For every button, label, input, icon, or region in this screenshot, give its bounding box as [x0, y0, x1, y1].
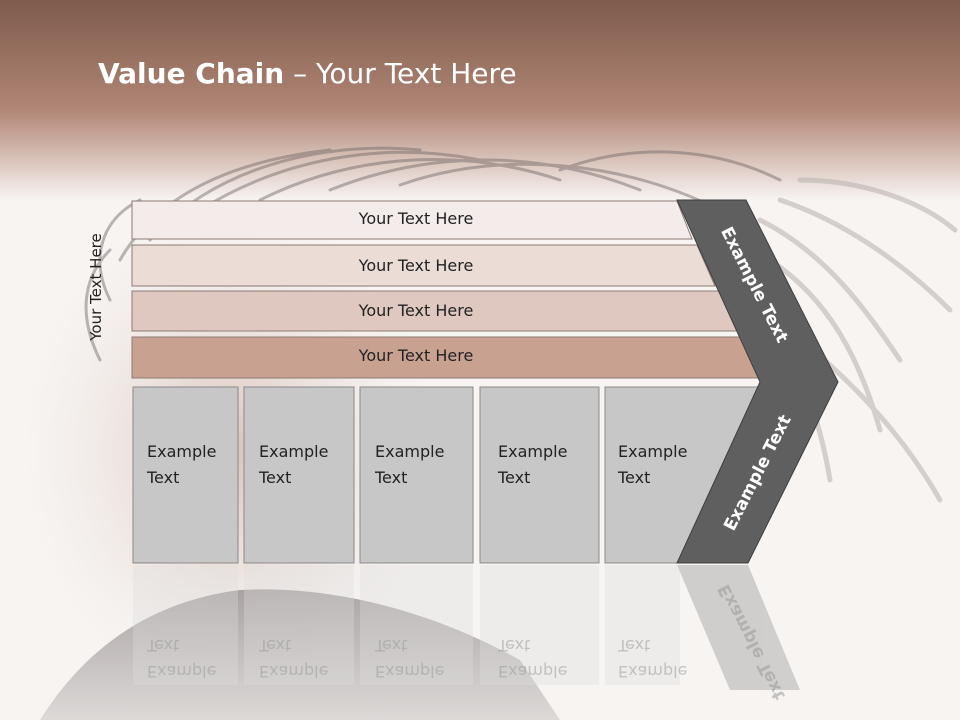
band-label-4: Your Text Here	[358, 346, 474, 365]
box-4	[479, 386, 600, 564]
chevron-reflection	[677, 565, 800, 690]
box-2-reflection	[244, 565, 354, 685]
box-label-2-line1: Example	[259, 442, 329, 461]
box-3-reflection	[360, 565, 473, 685]
box-3	[359, 386, 474, 564]
chevron-arrow	[676, 199, 839, 564]
box-4-reflection	[480, 565, 599, 685]
box-2	[243, 386, 355, 564]
box-label-3-line1: Example	[375, 442, 445, 461]
box-1	[132, 386, 239, 564]
box-5-reflection	[605, 565, 680, 685]
box-label-1-line1: Example	[147, 442, 217, 461]
box-label-5-line1: Example	[618, 442, 688, 461]
band-label-3: Your Text Here	[358, 301, 474, 320]
band-label-1: Your Text Here	[358, 209, 474, 228]
band-1	[131, 200, 693, 240]
box-label-3-line2: Text	[375, 468, 408, 487]
title-bold: Value Chain	[98, 57, 285, 90]
slide-title: Value Chain – Your Text Here	[98, 52, 517, 96]
box-label-5-line2: Text	[618, 468, 651, 487]
title-rest: – Your Text Here	[284, 57, 517, 90]
band-2	[131, 244, 716, 287]
box-label-4-line2: Text	[498, 468, 531, 487]
box-1-reflection	[133, 565, 238, 685]
box-label-1-line2: Text	[147, 468, 180, 487]
box-label-2-line2: Text	[259, 468, 292, 487]
box-label-4-line1: Example	[498, 442, 568, 461]
band-label-2: Your Text Here	[358, 256, 474, 275]
